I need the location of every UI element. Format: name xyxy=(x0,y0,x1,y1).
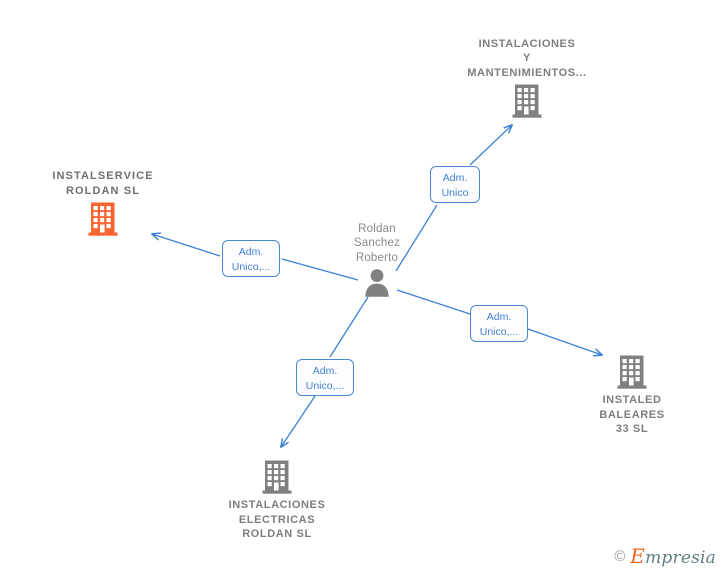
edge-line-edge-to-instaled-baleares xyxy=(396,289,471,315)
node-label: INSTALSERVICE ROLDAN SL xyxy=(52,170,154,197)
graph-node-instalaciones-mantenimientos[interactable]: INSTALACIONES Y MANTENIMIENTOS... xyxy=(447,37,607,120)
building-icon[interactable] xyxy=(447,83,607,119)
graph-node-instalaciones-electricas-roldan[interactable]: INSTALACIONES ELECTRICAS ROLDAN SL xyxy=(197,459,357,542)
node-label: INSTALED BALEARES 33 SL xyxy=(599,394,665,435)
edge-line-edge-to-mantenimientos xyxy=(395,204,438,272)
building-icon[interactable] xyxy=(23,201,183,237)
node-label: INSTALACIONES Y MANTENIMIENTOS... xyxy=(467,37,587,79)
node-label: INSTALACIONES ELECTRICAS ROLDAN SL xyxy=(228,499,326,540)
empresia-logo-initial: E xyxy=(630,544,646,568)
graph-node-roldan-sanchez-roberto[interactable]: Roldan Sanchez Roberto xyxy=(297,222,457,299)
edge-line-edge-to-mantenimientos xyxy=(469,125,512,166)
empresia-logo-rest: mpresia xyxy=(645,548,716,568)
edge-label-edge-to-instaled-baleares[interactable]: Adm. Unico,... xyxy=(470,305,528,342)
edge-line-edge-to-electricas-roldan xyxy=(329,296,369,358)
empresia-logo-text: Empresia xyxy=(630,546,716,567)
person-icon[interactable] xyxy=(297,268,457,298)
building-icon[interactable] xyxy=(552,354,712,390)
node-label: Roldan Sanchez Roberto xyxy=(353,222,401,264)
edge-label-edge-to-mantenimientos[interactable]: Adm. Unico xyxy=(430,166,480,203)
edge-line-edge-to-electricas-roldan xyxy=(281,395,316,447)
building-icon[interactable] xyxy=(197,459,357,495)
edge-line-edge-to-instaled-baleares xyxy=(527,328,602,355)
graph-node-instaled-baleares-33[interactable]: INSTALED BALEARES 33 SL xyxy=(552,354,712,437)
edge-label-edge-to-instalservice[interactable]: Adm. Unico,... xyxy=(222,240,280,277)
copyright-icon: © xyxy=(614,548,626,565)
graph-node-instalservice-roldan[interactable]: INSTALSERVICE ROLDAN SL xyxy=(23,169,183,237)
edge-label-edge-to-electricas-roldan[interactable]: Adm. Unico,... xyxy=(296,359,354,396)
empresia-watermark: © Empresia xyxy=(614,546,716,567)
edge-line-edge-to-instalservice xyxy=(281,258,359,281)
edge-line-edge-to-instalservice xyxy=(152,234,221,257)
